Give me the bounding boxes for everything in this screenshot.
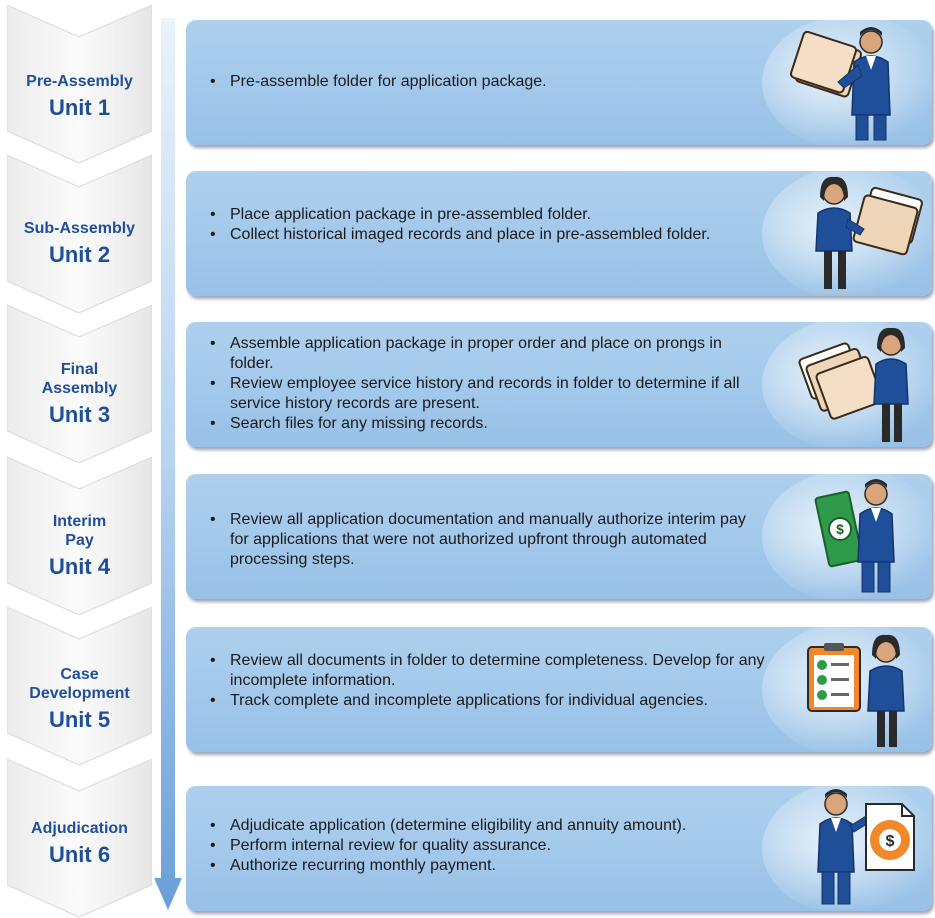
task-item: Pre-assemble folder for application pack… [206, 72, 766, 92]
stage-name: Sub-Assembly [23, 220, 136, 237]
stage-chevron-3: Final Assembly Unit 3 [7, 305, 152, 463]
man-holding-folder-icon [786, 20, 932, 145]
task-item: Adjudicate application (determine eligib… [206, 816, 766, 836]
man-holding-payment-document-icon: $ [786, 786, 932, 911]
man-holding-money-icon: $ [786, 474, 932, 599]
stage-chevron-1: Pre-Assembly Unit 1 [7, 5, 152, 163]
stage-label-4: Interim Pay Unit 4 [7, 512, 152, 580]
task-list: Adjudicate application (determine eligib… [206, 816, 766, 876]
unit-number: Unit 1 [48, 95, 111, 120]
task-list: Assemble application package in proper o… [206, 334, 766, 434]
stage-card-1: Pre-assemble folder for application pack… [186, 20, 932, 145]
unit-number: Unit 6 [48, 842, 111, 867]
stage-card-4: Review all application documentation and… [186, 474, 932, 599]
svg-text:$: $ [836, 521, 844, 537]
stage-chevron-4: Interim Pay Unit 4 [7, 457, 152, 615]
stage-card-2: Place application package in pre-assembl… [186, 171, 932, 296]
task-list: Pre-assemble folder for application pack… [206, 72, 766, 92]
stage-card-5: Review all documents in folder to determ… [186, 627, 932, 752]
unit-number: Unit 4 [48, 554, 111, 579]
process-flow-arrow [153, 18, 183, 913]
unit-number: Unit 3 [48, 402, 111, 427]
task-item: Review employee service history and reco… [206, 374, 766, 414]
task-item: Place application package in pre-assembl… [206, 205, 766, 225]
stage-chevron-2: Sub-Assembly Unit 2 [7, 155, 152, 313]
stage-label-5: Case Development Unit 5 [7, 665, 152, 733]
task-list: Place application package in pre-assembl… [206, 205, 766, 245]
task-list: Review all application documentation and… [206, 510, 766, 570]
stage-chevron-5: Case Development Unit 5 [7, 607, 152, 765]
task-item: Review all application documentation and… [206, 510, 766, 570]
woman-holding-folders-icon [786, 322, 932, 447]
stage-label-6: Adjudication Unit 6 [7, 819, 152, 868]
stage-name: Pre-Assembly [26, 73, 133, 90]
stage-label-3: Final Assembly Unit 3 [7, 360, 152, 428]
unit-number: Unit 5 [48, 707, 111, 732]
task-item: Perform internal review for quality assu… [206, 836, 766, 856]
stage-name: Development [29, 685, 130, 702]
stage-card-6: Adjudicate application (determine eligib… [186, 786, 932, 911]
svg-text:$: $ [886, 833, 895, 850]
stage-name: Interim [52, 513, 107, 530]
woman-with-checklist-icon [786, 627, 932, 752]
task-list: Review all documents in folder to determ… [206, 651, 766, 711]
stage-name: Assembly [41, 380, 118, 397]
stage-chevron-6: Adjudication Unit 6 [7, 759, 152, 917]
stage-label-1: Pre-Assembly Unit 1 [7, 72, 152, 121]
unit-number: Unit 2 [48, 242, 111, 267]
task-item: Assemble application package in proper o… [206, 334, 766, 374]
stage-name: Final [60, 361, 99, 378]
woman-holding-folder-icon [786, 171, 932, 296]
task-item: Search files for any missing records. [206, 414, 766, 434]
task-item: Review all documents in folder to determ… [206, 651, 766, 691]
task-item: Collect historical imaged records and pl… [206, 225, 766, 245]
task-item: Track complete and incomplete applicatio… [206, 691, 766, 711]
stage-label-2: Sub-Assembly Unit 2 [7, 219, 152, 268]
stage-card-3: Assemble application package in proper o… [186, 322, 932, 447]
task-item: Authorize recurring monthly payment. [206, 856, 766, 876]
stage-name: Adjudication [31, 820, 128, 837]
stage-name: Case [60, 666, 99, 683]
stage-name: Pay [65, 532, 94, 549]
